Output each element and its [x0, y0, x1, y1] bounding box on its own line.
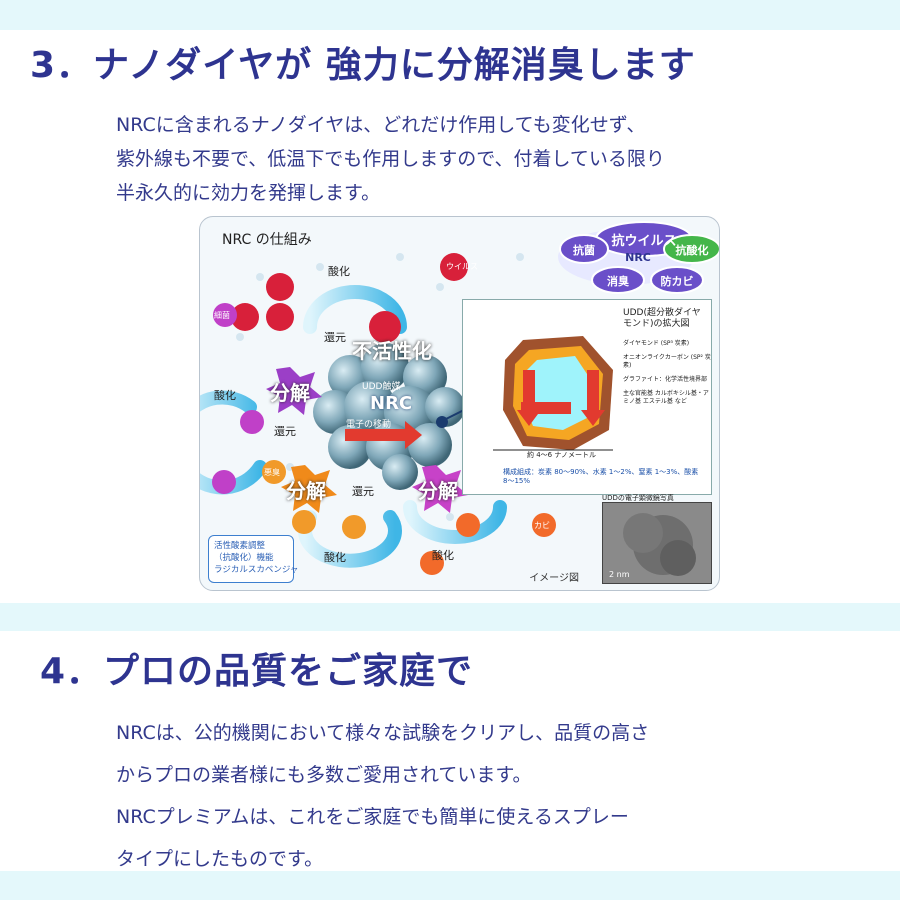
bottom-band: [0, 871, 900, 900]
mold-label: カビ: [534, 521, 550, 530]
reduce-label-1: 還元: [324, 331, 346, 344]
badge-antibacterial: 抗菌: [573, 244, 595, 257]
section3-heading: 3．ナノダイヤが 強力に分解消臭します: [30, 45, 696, 86]
decompose-label-1: 分解: [270, 381, 310, 405]
section4-heading: 4．プロの品質をご家庭で: [40, 651, 474, 692]
electron-move-label: 電子の移動: [346, 420, 392, 430]
bacteria-markers: [212, 303, 264, 494]
section4-line-4: タイプにしたものです。: [116, 848, 324, 870]
reduce-label-2: 還元: [274, 425, 296, 438]
bacteria-label: 細菌: [214, 311, 230, 320]
tem-photo: 2 nm: [602, 502, 712, 584]
udd-note-4: 主な官能基 カルボキシル基・アミノ基 エステル基 など: [623, 390, 709, 405]
section4-line-3: NRCプレミアムは、これをご家庭でも簡単に使えるスプレー: [116, 806, 629, 828]
udd-title: UDD(超分散ダイヤモンド)の拡大図: [623, 308, 701, 329]
mold-markers: [420, 513, 556, 575]
section3-paragraph: NRCに含まれるナノダイヤは、どれだけ作用しても変化せず、 紫外線も不要で、低温…: [116, 108, 665, 210]
tem-texture: [623, 513, 696, 576]
udd-notes: ダイヤモンド (SP³ 炭素) オニオンライクカーボン (SP² 炭素) グラフ…: [623, 340, 711, 406]
reduce-label-3: 還元: [352, 485, 374, 498]
image-label: イメージ図: [529, 573, 579, 584]
udd-composition: 構成組成：炭素 80～90%、水素 1～2%、窒素 1～3%、酸素 8～15%: [503, 468, 699, 485]
nrc-mechanism-figure: NRC の仕組み NRC UDD触媒 電子の移動 不活性化 分解 分解 分解 酸…: [199, 216, 720, 591]
udd-note-2: オニオンライクカーボン (SP² 炭素): [623, 354, 711, 369]
decompose-label-2: 分解: [286, 479, 326, 503]
nrc-center-label: NRC: [370, 393, 413, 414]
section4-line-1: NRCは、公的機関において様々な試験をクリアし、品質の高さ: [116, 722, 650, 744]
section4-paragraph: NRCは、公的機関において様々な試験をクリアし、品質の高さ からプロの業者様にも…: [116, 712, 649, 880]
callout-line-3: ラジカルスカベンジャ: [214, 565, 299, 575]
udd-diagram: [493, 336, 613, 451]
udd-scale: 約 4～6 ナノメートル: [527, 451, 597, 459]
middle-band: [0, 603, 900, 631]
figure-title: NRC の仕組み: [222, 232, 312, 248]
oxidize-label-3: 酸化: [324, 551, 346, 564]
decompose-label-3: 分解: [418, 479, 458, 503]
top-band: [0, 0, 900, 30]
section3-line-1: NRCに含まれるナノダイヤは、どれだけ作用しても変化せず、: [116, 114, 646, 136]
badge-center-nrc: NRC: [625, 251, 651, 264]
virus-label: ウイルス: [446, 262, 478, 271]
udd-note-1: ダイヤモンド (SP³ 炭素): [623, 340, 690, 347]
decompose-burst-1: [266, 367, 322, 415]
badge-deodorize: 消臭: [607, 275, 629, 288]
badge-antioxidant: 抗酸化: [675, 244, 709, 257]
odor-markers: [262, 460, 366, 539]
section4-line-2: からプロの業者様にも多数ご愛用されています。: [116, 764, 532, 786]
oxidize-label-2: 酸化: [214, 389, 236, 402]
tem-label: UDDの電子顕微鏡写真: [602, 494, 674, 502]
benefit-badges: [558, 221, 719, 294]
nrc-sublabel: UDD触媒: [362, 382, 401, 392]
antioxidant-callout: 活性酸素調整 （抗酸化）機能 ラジカルスカベンジャ: [208, 535, 299, 583]
section3-line-3: 半永久的に効力を発揮します。: [116, 182, 381, 204]
inactivate-label: 不活性化: [352, 339, 432, 363]
callout-line-1: 活性酸素調整: [214, 541, 266, 551]
udd-zoom-box: UDD(超分散ダイヤモンド)の拡大図 ダイヤモンド (SP³ 炭素) オニオンラ…: [462, 299, 712, 495]
decompose-burst-3: [412, 465, 468, 513]
virus-markers: [231, 253, 468, 343]
nano-diamond-cluster: [313, 343, 465, 490]
badge-antimold: 防カビ: [660, 275, 694, 288]
oxidize-label-1: 酸化: [328, 265, 350, 278]
decompose-burst-2: [281, 465, 337, 513]
odor-label: 悪臭: [264, 468, 280, 477]
badge-antivirus: 抗ウイルス: [611, 234, 677, 249]
section3-line-2: 紫外線も不要で、低温下でも作用しますので、付着している限り: [116, 148, 665, 170]
electron-arrow: [345, 421, 422, 449]
mechanism-diagram: [200, 221, 719, 575]
oxidize-label-4: 酸化: [432, 549, 454, 562]
tem-scale: 2 nm: [609, 570, 630, 579]
udd-note-3: グラファイト：化学活性境界部: [623, 376, 708, 383]
callout-line-2: （抗酸化）機能: [214, 553, 274, 563]
